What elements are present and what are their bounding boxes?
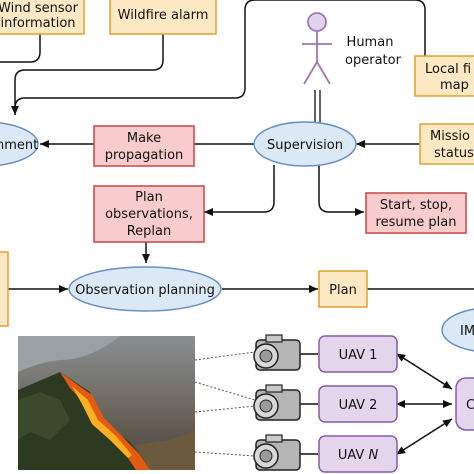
uav-2-box: UAV 2 bbox=[318, 385, 398, 423]
plan-observations-box: Plan observations, Replan bbox=[93, 185, 205, 243]
im-label: IM bbox=[460, 324, 474, 339]
observation-planning-ellipse: Observation planning bbox=[68, 266, 222, 312]
supervision-ellipse: Supervision bbox=[253, 121, 357, 167]
environment-ellipse: nment bbox=[0, 122, 39, 166]
human-operator-icon bbox=[302, 12, 332, 85]
communication-node: C bbox=[455, 377, 474, 431]
uav1-link bbox=[396, 353, 453, 390]
mission-status-label-1: Missio bbox=[430, 129, 470, 144]
camera-view-lines bbox=[194, 351, 256, 457]
supervision-to-startstop bbox=[318, 165, 364, 216]
uav-2-label: UAV 2 bbox=[339, 398, 378, 413]
wind-sensor-label-2: information bbox=[0, 16, 75, 31]
connectors bbox=[0, 0, 474, 455]
supervision-to-plan-obs bbox=[204, 165, 275, 216]
uav-n-prefix: UAV bbox=[338, 448, 369, 463]
plan-label: Plan bbox=[329, 283, 357, 298]
human-operator-label-2: operator bbox=[345, 53, 402, 68]
supervision-label: Supervision bbox=[267, 138, 343, 153]
left-input-box bbox=[0, 251, 9, 327]
camera-icon bbox=[253, 334, 301, 371]
uav-n-index: N bbox=[368, 448, 378, 463]
start-stop-label-1: Start, stop, bbox=[380, 198, 452, 213]
plan-observations-label-3: Replan bbox=[127, 224, 172, 239]
local-fire-map-box: Local fi map bbox=[414, 55, 474, 97]
camera-icon bbox=[253, 384, 301, 421]
wildfire-alarm-label: Wildfire alarm bbox=[118, 8, 209, 23]
uav-n-box: UAV N bbox=[318, 435, 398, 473]
plan-observations-label-2: observations, bbox=[105, 207, 193, 222]
observation-planning-label: Observation planning bbox=[75, 283, 215, 298]
mission-status-label-2: status bbox=[434, 146, 474, 161]
wind-sensor-box: Wind sensor information bbox=[0, 0, 85, 35]
mission-status-box: Missio status bbox=[419, 123, 474, 165]
local-fire-map-label-1: Local fi bbox=[425, 62, 471, 77]
uav-1-box: UAV 1 bbox=[318, 335, 398, 373]
local-fire-map-label-2: map bbox=[440, 78, 469, 93]
wind-sensor-line bbox=[0, 34, 41, 63]
operator-link bbox=[314, 90, 321, 124]
make-propagation-label-2: propagation bbox=[105, 148, 184, 163]
uavN-link bbox=[396, 418, 453, 455]
im-ellipse: IM bbox=[441, 308, 474, 352]
environment-label: nment bbox=[0, 138, 38, 153]
uav-1-label: UAV 1 bbox=[339, 348, 378, 363]
human-operator-label-1: Human bbox=[347, 35, 394, 50]
wildfire-photo bbox=[18, 336, 195, 470]
plan-observations-label-1: Plan bbox=[135, 190, 163, 205]
camera-icon bbox=[253, 434, 301, 471]
uav-n-label: UAV N bbox=[338, 448, 379, 463]
start-stop-label-2: resume plan bbox=[376, 215, 457, 230]
wildfire-alarm-box: Wildfire alarm bbox=[109, 0, 217, 35]
plan-box: Plan bbox=[318, 270, 368, 308]
wildfire-alarm-line bbox=[11, 34, 164, 115]
local-map-line bbox=[14, 0, 426, 109]
make-propagation-box: Make propagation bbox=[93, 125, 195, 167]
communication-label: C bbox=[466, 398, 474, 413]
start-stop-box: Start, stop, resume plan bbox=[365, 192, 467, 234]
make-propagation-label-1: Make bbox=[127, 131, 161, 146]
wind-sensor-label-1: Wind sensor bbox=[0, 1, 79, 16]
